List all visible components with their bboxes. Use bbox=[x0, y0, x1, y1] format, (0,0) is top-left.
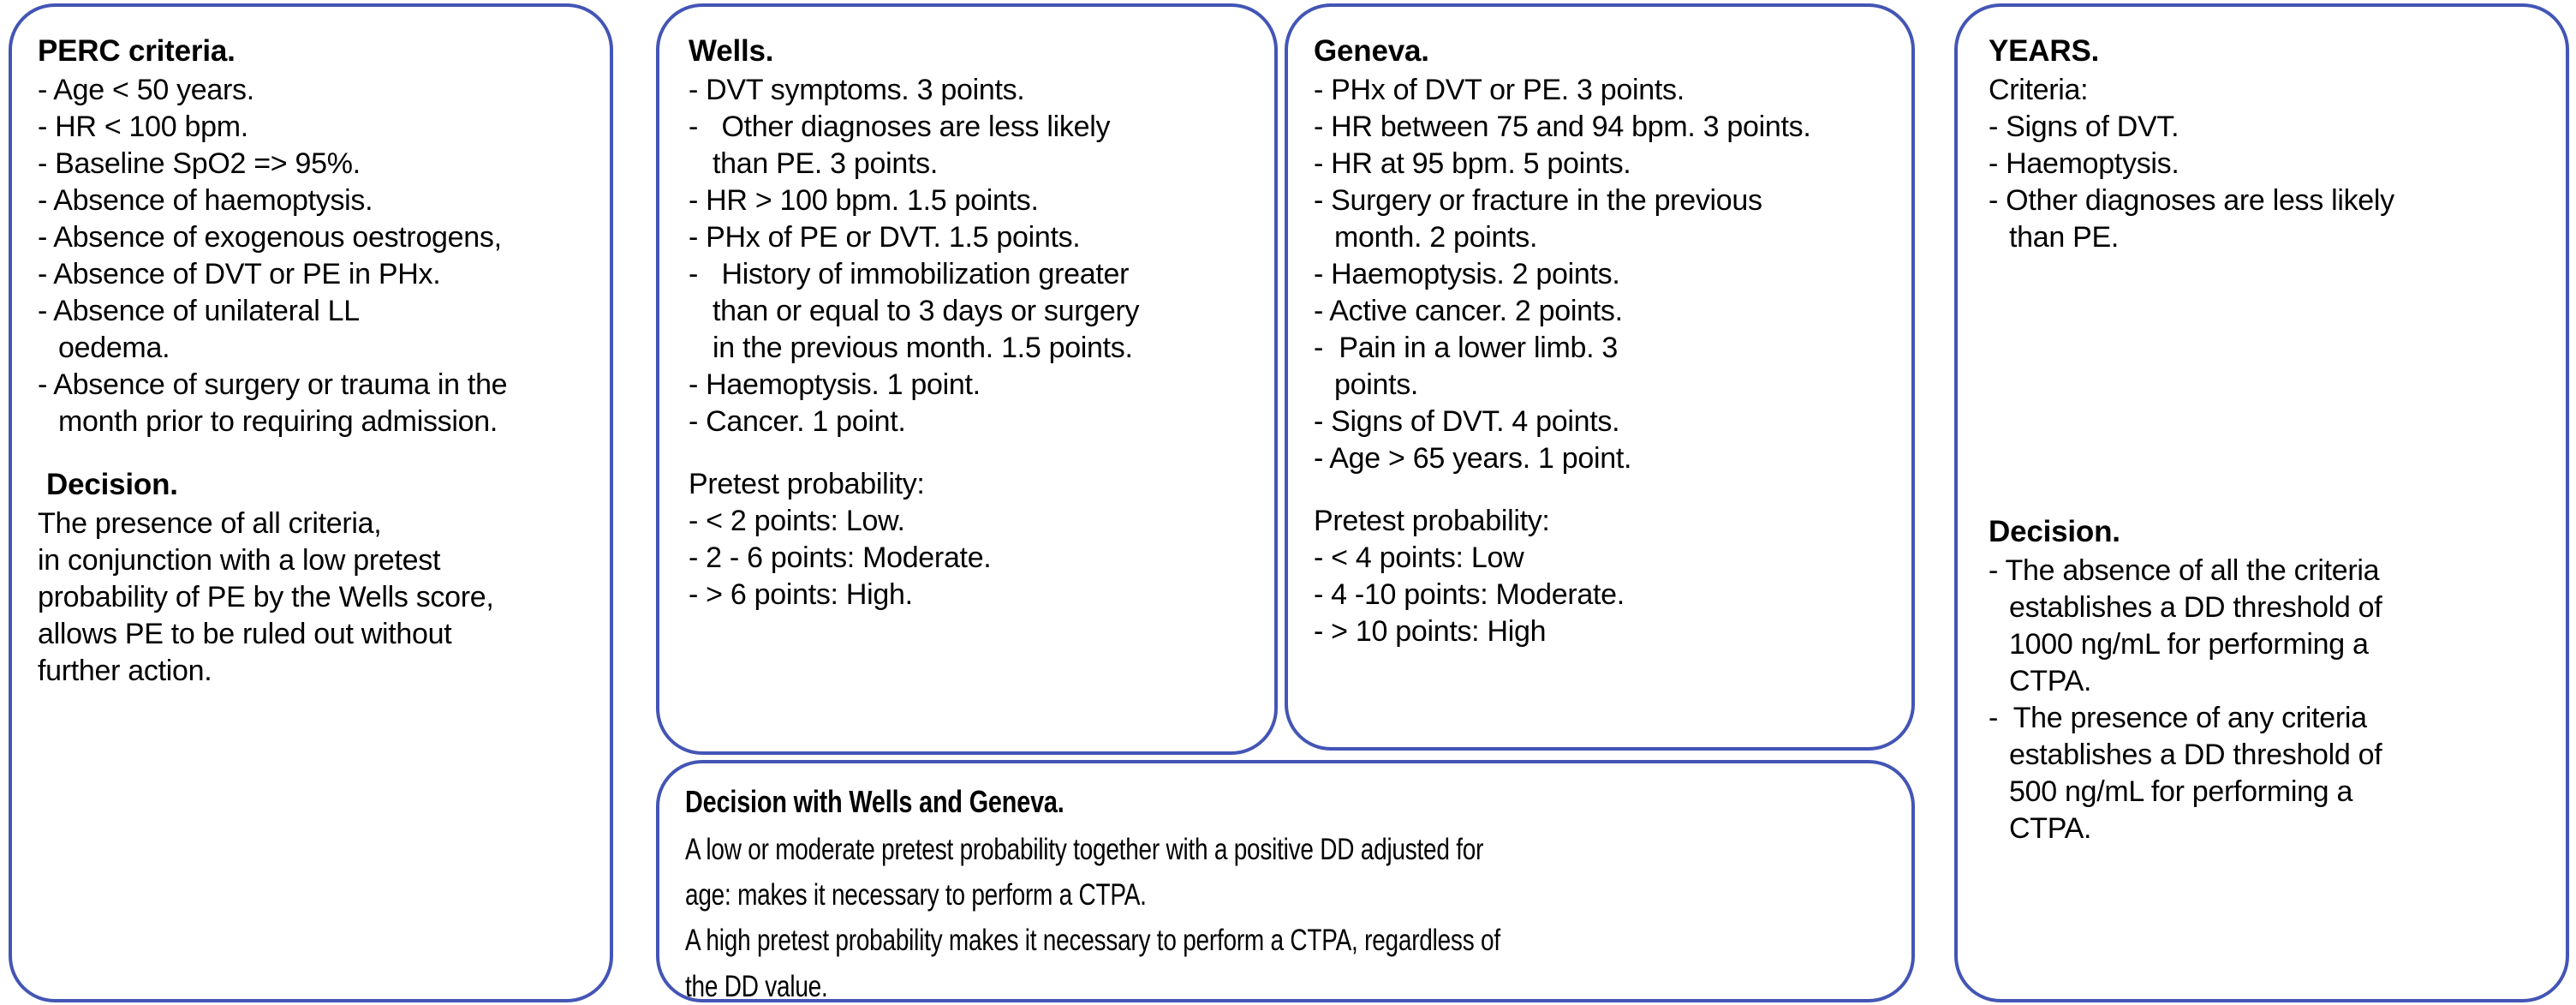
wells-criterion-cont: in the previous month. 1.5 points. bbox=[713, 331, 1133, 364]
spacer bbox=[689, 440, 1262, 466]
geneva-criterion: - Signs of DVT. 4 points. bbox=[1314, 404, 1620, 438]
perc-criterion: - Absence of haemoptysis. bbox=[38, 183, 373, 217]
perc-decision-line: allows PE to be ruled out without bbox=[38, 617, 452, 650]
spacer bbox=[1314, 477, 1899, 503]
perc-criterion: - HR < 100 bpm. bbox=[38, 110, 248, 143]
years-decision-line-cont: 1000 ng/mL for performing a bbox=[2009, 627, 2369, 661]
combined-decision-line: the DD value. bbox=[685, 964, 1899, 1002]
years-criterion: - Haemoptysis. bbox=[1989, 147, 2179, 180]
wells-pretest-line: - 2 - 6 points: Moderate. bbox=[689, 541, 992, 574]
geneva-title: Geneva. bbox=[1314, 34, 1429, 68]
card-perc-criteria: PERC criteria. - Age < 50 years. - HR < … bbox=[9, 3, 613, 1002]
years-decision-line-cont: establishes a DD threshold of bbox=[2009, 590, 2382, 624]
years-decision-line-cont: 500 ng/mL for performing a bbox=[2009, 775, 2353, 808]
card-decision-wells-geneva: Decision with Wells and Geneva. A low or… bbox=[656, 760, 1915, 1002]
years-criterion-cont: than PE. bbox=[2009, 220, 2120, 254]
wells-title: Wells. bbox=[689, 34, 774, 68]
spacer bbox=[38, 440, 598, 466]
years-criterion: - Other diagnoses are less likely bbox=[1989, 183, 2394, 217]
geneva-criterion: - PHx of DVT or PE. 3 points. bbox=[1314, 73, 1685, 106]
years-decision-line: - The presence of any criteria bbox=[1989, 701, 2367, 734]
years-decision-line-cont: establishes a DD threshold of bbox=[2009, 738, 2382, 771]
wells-criterion-cont: than or equal to 3 days or surgery bbox=[713, 294, 1140, 327]
geneva-criterion: - Age > 65 years. 1 point. bbox=[1314, 441, 1632, 475]
perc-decision-line: in conjunction with a low pretest bbox=[38, 543, 441, 577]
combined-decision-line-text: A high pretest probability makes it nece… bbox=[685, 924, 1500, 958]
wells-criterion: - Haemoptysis. 1 point. bbox=[689, 368, 981, 401]
perc-criterion: - Absence of exogenous oestrogens, bbox=[38, 220, 502, 254]
years-decision-title: Decision. bbox=[1989, 514, 2120, 548]
wells-criterion: - Other diagnoses are less likely bbox=[689, 110, 1111, 143]
geneva-criterion: - HR between 75 and 94 bpm. 3 points. bbox=[1314, 110, 1811, 143]
combined-decision-line-text: A low or moderate pretest probability to… bbox=[685, 833, 1484, 867]
wells-criterion: - HR > 100 bpm. 1.5 points. bbox=[689, 183, 1039, 217]
card-years-algorithm: YEARS. Criteria: - Signs of DVT. - Haemo… bbox=[1954, 3, 2569, 1002]
card-geneva-score: Geneva. - PHx of DVT or PE. 3 points. - … bbox=[1285, 3, 1915, 751]
geneva-criterion: - Pain in a lower limb. 3 bbox=[1314, 331, 1619, 364]
perc-decision-line: probability of PE by the Wells score, bbox=[38, 580, 494, 613]
geneva-criterion-cont: month. 2 points. bbox=[1334, 220, 1538, 254]
combined-decision-line: age: makes it necessary to perform a CTP… bbox=[685, 872, 1899, 918]
geneva-criterion: - HR at 95 bpm. 5 points. bbox=[1314, 147, 1631, 180]
wells-criterion-cont: than PE. 3 points. bbox=[713, 147, 938, 180]
wells-criterion: - DVT symptoms. 3 points. bbox=[689, 73, 1025, 106]
wells-criterion: - Cancer. 1 point. bbox=[689, 404, 906, 438]
years-decision-line-cont: CTPA. bbox=[2009, 811, 2092, 845]
wells-pretest-title: Pretest probability: bbox=[689, 467, 925, 500]
combined-decision-line: A high pretest probability makes it nece… bbox=[685, 918, 1899, 963]
wells-criterion: - History of immobilization greater bbox=[689, 257, 1130, 290]
perc-criterion: - Baseline SpO2 => 95%. bbox=[38, 147, 361, 180]
perc-title: PERC criteria. bbox=[38, 34, 236, 68]
years-decision-line-cont: CTPA. bbox=[2009, 664, 2092, 697]
years-criteria-label: Criteria: bbox=[1989, 73, 2089, 106]
combined-decision-line: A low or moderate pretest probability to… bbox=[685, 827, 1899, 872]
perc-criterion: - Absence of unilateral LL bbox=[38, 294, 360, 327]
perc-decision-line: The presence of all criteria, bbox=[38, 506, 382, 540]
combined-decision-title: Decision with Wells and Geneva. bbox=[685, 782, 1899, 822]
card-wells-score: Wells. - DVT symptoms. 3 points. - Other… bbox=[656, 3, 1278, 755]
perc-decision-line: further action. bbox=[38, 654, 212, 687]
years-criterion: - Signs of DVT. bbox=[1989, 110, 2179, 143]
geneva-criterion: - Active cancer. 2 points. bbox=[1314, 294, 1623, 327]
perc-criterion-cont: oedema. bbox=[58, 331, 170, 364]
wells-pretest-line: - < 2 points: Low. bbox=[689, 504, 905, 537]
perc-criterion: - Absence of DVT or PE in PHx. bbox=[38, 257, 441, 290]
perc-decision-title: Decision. bbox=[46, 467, 178, 501]
combined-decision-title-text: Decision with Wells and Geneva. bbox=[685, 784, 1064, 819]
wells-criterion: - PHx of PE or DVT. 1.5 points. bbox=[689, 220, 1081, 254]
geneva-pretest-line: - > 10 points: High bbox=[1314, 614, 1547, 648]
wells-pretest-line: - > 6 points: High. bbox=[689, 577, 913, 611]
geneva-pretest-line: - < 4 points: Low bbox=[1314, 541, 1524, 574]
geneva-pretest-line: - 4 -10 points: Moderate. bbox=[1314, 577, 1625, 611]
geneva-pretest-title: Pretest probability: bbox=[1314, 504, 1550, 537]
geneva-criterion-cont: points. bbox=[1334, 368, 1419, 401]
geneva-criterion: - Haemoptysis. 2 points. bbox=[1314, 257, 1620, 290]
perc-criterion-cont: month prior to requiring admission. bbox=[58, 404, 498, 438]
years-decision-line: - The absence of all the criteria bbox=[1989, 553, 2380, 587]
geneva-criterion: - Surgery or fracture in the previous bbox=[1314, 183, 1762, 217]
years-title: YEARS. bbox=[1989, 34, 2100, 68]
perc-criterion: - Age < 50 years. bbox=[38, 73, 254, 106]
perc-criterion: - Absence of surgery or trauma in the bbox=[38, 368, 508, 401]
combined-decision-line-text: the DD value. bbox=[685, 969, 828, 1002]
combined-decision-line-text: age: makes it necessary to perform a CTP… bbox=[685, 878, 1147, 912]
spacer bbox=[1989, 256, 2554, 513]
